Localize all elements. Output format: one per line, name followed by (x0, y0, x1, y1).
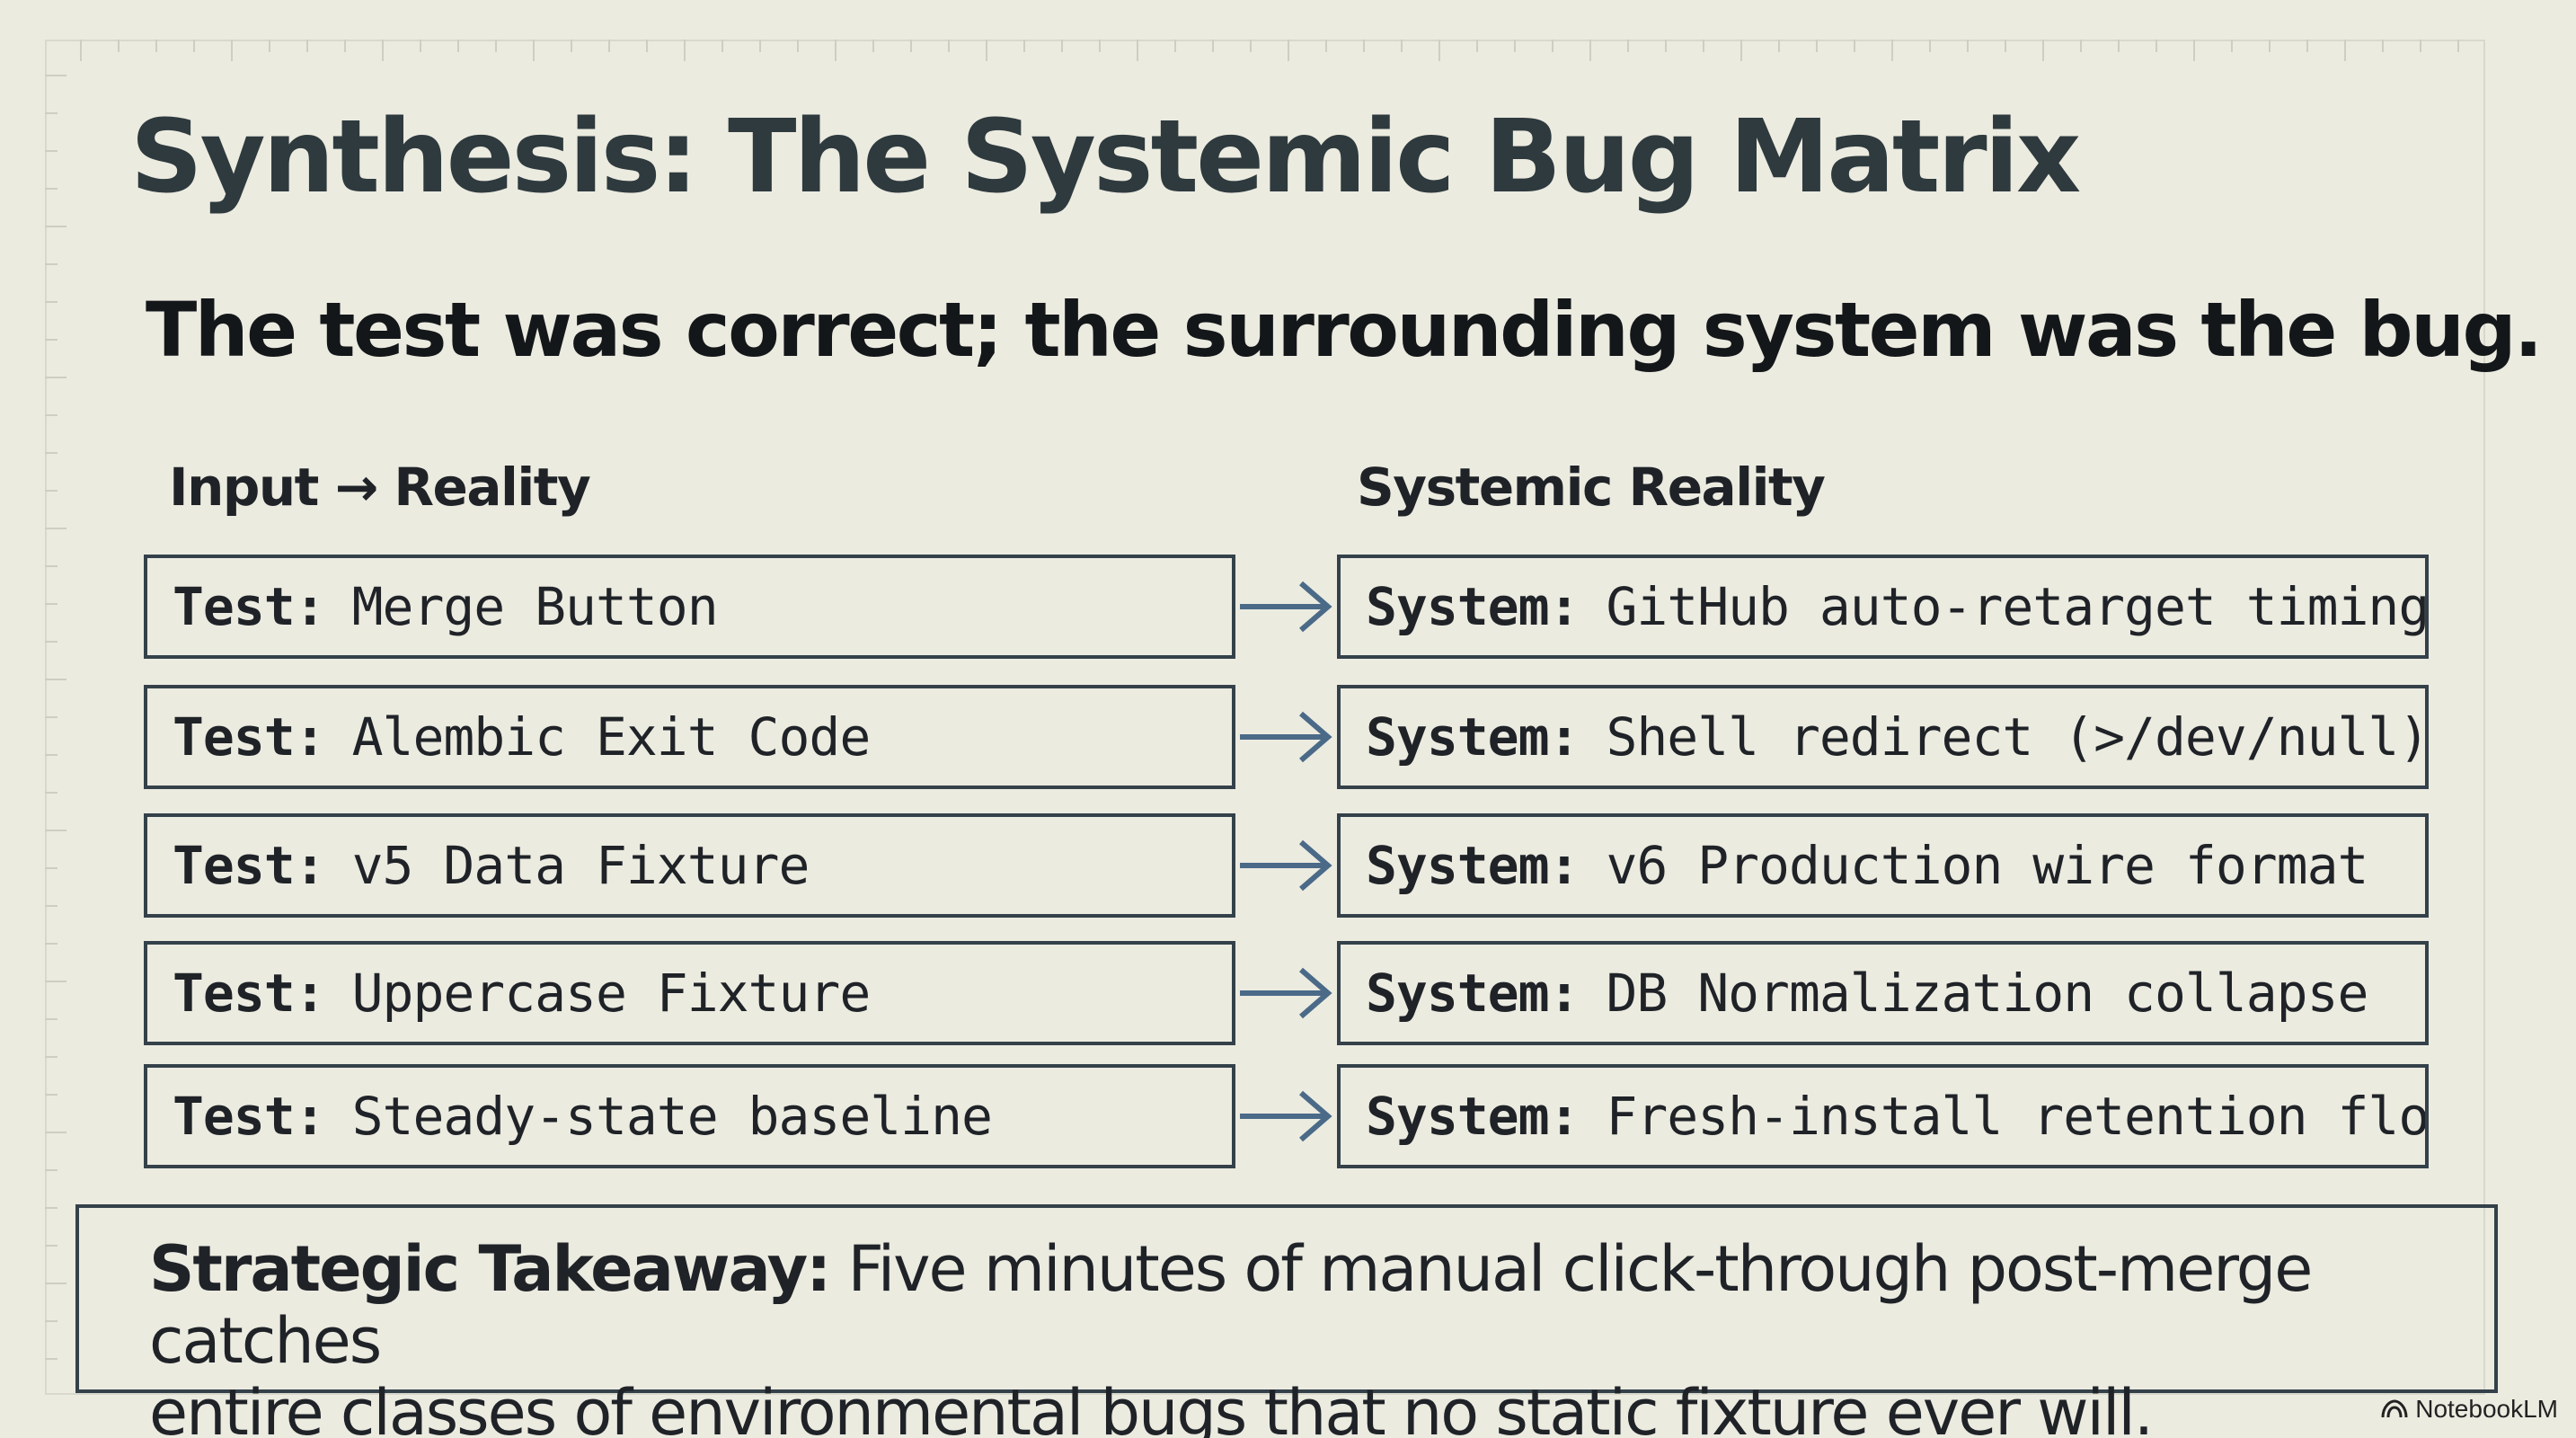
test-value: Uppercase Fixture (351, 963, 872, 1024)
test-box: Test: Merge Button (144, 555, 1235, 659)
system-box: System: v6 Production wire format (1337, 813, 2429, 918)
system-prefix: System: (1366, 706, 1580, 768)
notebooklm-logo-icon (2381, 1399, 2408, 1418)
test-box: Test: Alembic Exit Code (144, 685, 1235, 789)
takeaway-text-1: Five minutes of manual click-through pos… (149, 1232, 2313, 1378)
test-value: Steady-state baseline (351, 1086, 993, 1147)
arrow-right-icon (1240, 839, 1332, 892)
system-value: Shell redirect (>/dev/null) (1606, 706, 2429, 768)
brand-watermark: NotebookLM (2381, 1395, 2558, 1424)
system-prefix: System: (1366, 576, 1580, 637)
test-value: v5 Data Fixture (351, 835, 810, 896)
test-prefix: Test: (173, 576, 326, 637)
system-box: System: Shell redirect (>/dev/null) (1337, 685, 2429, 789)
test-prefix: Test: (173, 963, 326, 1024)
system-box: System: GitHub auto-retarget timing (1337, 555, 2429, 659)
top-ruler-ticks (80, 40, 2459, 61)
test-box: Test: Steady-state baseline (144, 1064, 1235, 1168)
system-prefix: System: (1366, 963, 1580, 1024)
arrow-right-icon (1240, 1090, 1332, 1142)
system-prefix: System: (1366, 835, 1580, 896)
left-column-header: Input → Reality (169, 457, 591, 518)
test-box: Test: Uppercase Fixture (144, 941, 1235, 1045)
brand-name: NotebookLM (2415, 1395, 2558, 1423)
right-column-header: Systemic Reality (1357, 457, 1826, 518)
arrow-right-icon (1240, 711, 1332, 763)
system-value: DB Normalization collapse (1606, 963, 2368, 1024)
takeaway-text-2: entire classes of environmental bugs tha… (149, 1376, 2154, 1438)
takeaway-line-1: Strategic Takeaway: Five minutes of manu… (149, 1233, 2494, 1377)
system-box: System: DB Normalization collapse (1337, 941, 2429, 1045)
system-value: Fresh-install retention floor (1606, 1086, 2429, 1147)
arrow-right-icon (1240, 967, 1332, 1019)
test-prefix: Test: (173, 835, 326, 896)
takeaway-box: Strategic Takeaway: Five minutes of manu… (75, 1204, 2498, 1438)
test-value: Alembic Exit Code (351, 706, 872, 768)
test-prefix: Test: (173, 706, 326, 768)
test-box: Test: v5 Data Fixture (144, 813, 1235, 918)
takeaway-label: Strategic Takeaway: (149, 1232, 831, 1306)
system-box: System: Fresh-install retention floor (1337, 1064, 2429, 1168)
test-prefix: Test: (173, 1086, 326, 1147)
left-ruler-ticks (45, 75, 66, 1360)
system-value: GitHub auto-retarget timing (1606, 576, 2429, 637)
test-value: Merge Button (351, 576, 719, 637)
slide-subtitle: The test was correct; the surrounding sy… (146, 286, 2543, 374)
system-value: v6 Production wire format (1606, 835, 2368, 896)
slide-title: Synthesis: The Systemic Bug Matrix (130, 99, 2081, 216)
system-prefix: System: (1366, 1086, 1580, 1147)
arrow-right-icon (1240, 581, 1332, 633)
